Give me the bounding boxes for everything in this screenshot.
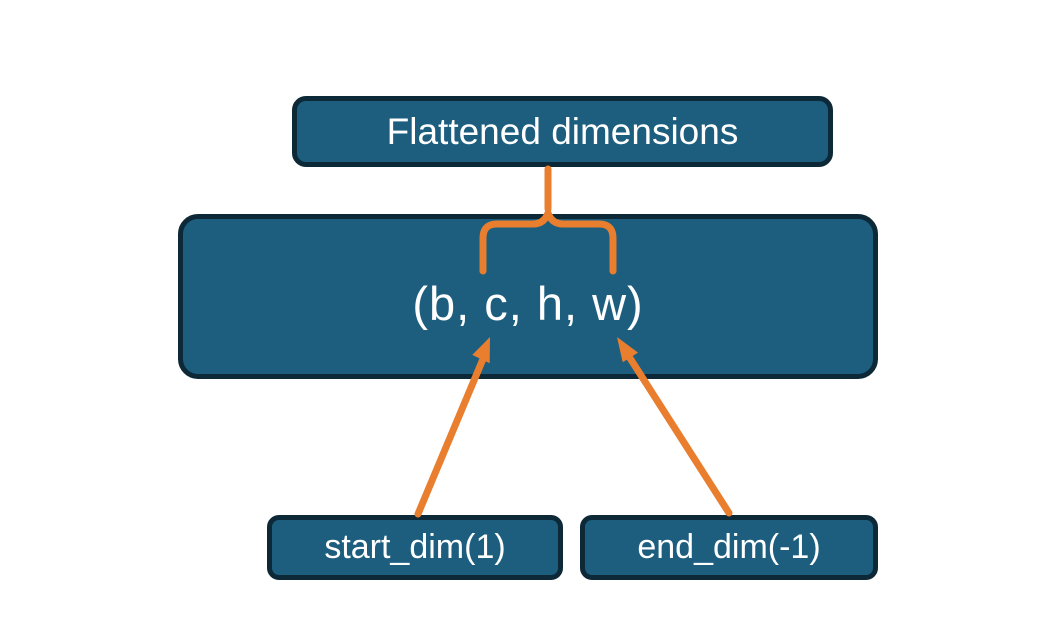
start-dim-label: start_dim(1) xyxy=(324,528,506,566)
start-dim-arrow-line xyxy=(414,355,487,518)
flattened-dimensions-label: Flattened dimensions xyxy=(386,110,739,152)
tensor-shape-box: (b, c, h, w) xyxy=(178,214,878,379)
tensor-shape-label: (b, c, h, w) xyxy=(412,277,644,330)
start-dim-box: start_dim(1) xyxy=(267,515,563,580)
end-dim-box: end_dim(-1) xyxy=(580,515,878,580)
end-dim-label: end_dim(-1) xyxy=(637,528,821,566)
flattened-dimensions-box: Flattened dimensions xyxy=(292,96,833,167)
